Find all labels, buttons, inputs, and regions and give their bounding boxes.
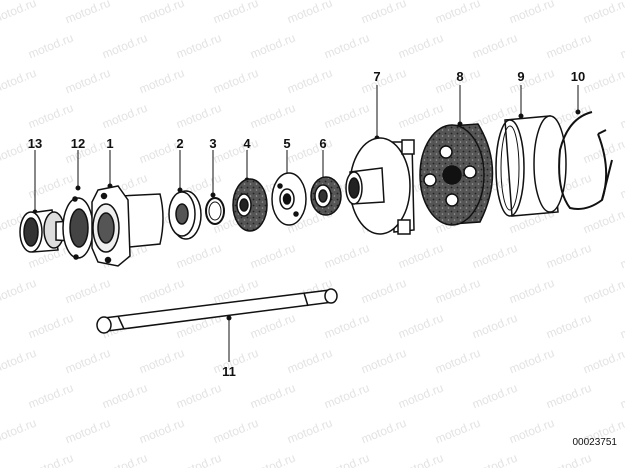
callout-4: 4 bbox=[243, 136, 251, 151]
part-3-retaining-ring bbox=[205, 197, 225, 225]
part-5-washer bbox=[271, 172, 307, 226]
part-8-rubber-coupling bbox=[419, 123, 494, 226]
part-11-shaft bbox=[96, 288, 338, 334]
part-4-seal bbox=[232, 178, 268, 232]
callout-13: 13 bbox=[28, 136, 42, 151]
part-2-cap bbox=[168, 190, 202, 240]
part-10-clip bbox=[558, 111, 613, 210]
callout-9: 9 bbox=[517, 69, 524, 84]
callout-6: 6 bbox=[319, 136, 326, 151]
callout-1: 1 bbox=[106, 136, 113, 151]
callout-3: 3 bbox=[209, 136, 216, 151]
callout-11: 11 bbox=[222, 364, 236, 379]
part-13-splined-sleeve bbox=[19, 209, 73, 253]
reference-code: 00023751 bbox=[572, 437, 618, 448]
callout-labels: 13 12 1 2 3 4 5 6 7 8 9 10 11 bbox=[28, 69, 585, 379]
part-12-flange-ring bbox=[62, 196, 94, 260]
part-1-housing bbox=[91, 185, 164, 267]
part-9-sleeve-ring bbox=[495, 115, 567, 217]
callout-7: 7 bbox=[373, 69, 380, 84]
callout-2: 2 bbox=[176, 136, 183, 151]
callout-8: 8 bbox=[456, 69, 463, 84]
callout-10: 10 bbox=[571, 69, 585, 84]
callout-12: 12 bbox=[71, 136, 85, 151]
callout-5: 5 bbox=[283, 136, 290, 151]
part-7-flange-hub bbox=[345, 137, 415, 235]
part-6-bearing bbox=[310, 176, 342, 216]
